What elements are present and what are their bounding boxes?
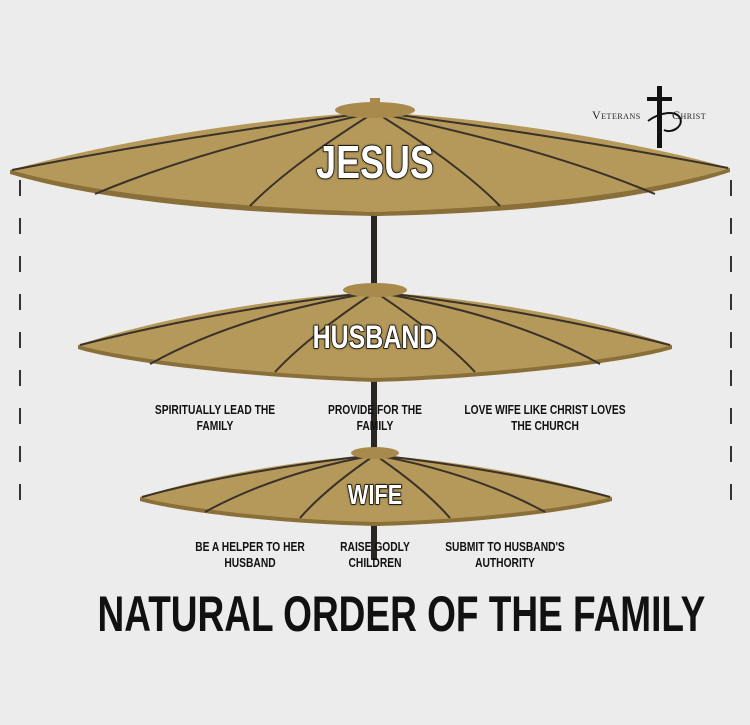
husband-caption-provide: PROVIDE FOR THE FAMILY — [328, 403, 422, 433]
wife-caption-submit: SUBMIT TO HUSBAND'S AUTHORITY — [445, 540, 565, 570]
umbrella-husband — [78, 283, 672, 382]
umbrella-wife — [140, 447, 612, 526]
logo-text-left: Veterans — [592, 108, 641, 122]
wife-caption-raise: RAISE GODLY CHILDREN — [340, 540, 410, 570]
tier-label-jesus: JESUS — [316, 135, 435, 189]
logo-text-right: Christ — [672, 108, 707, 122]
husband-caption-lead: SPIRITUALLY LEAD THE FAMILY — [154, 403, 276, 433]
tier-label-wife: WIFE — [347, 478, 403, 511]
husband-caption-love: LOVE WIFE LIKE CHRIST LOVES THE CHURCH — [464, 403, 626, 433]
veterans-to-christ-logo: Veterans Christ — [592, 86, 734, 148]
page-title: NATURAL ORDER OF THE FAMILY — [97, 586, 706, 642]
umbrella-jesus — [10, 98, 730, 216]
tier-label-husband: HUSBAND — [312, 318, 438, 356]
wife-caption-helper: BE A HELPER TO HER HUSBAND — [195, 540, 305, 570]
cross-logo-icon — [647, 86, 682, 148]
